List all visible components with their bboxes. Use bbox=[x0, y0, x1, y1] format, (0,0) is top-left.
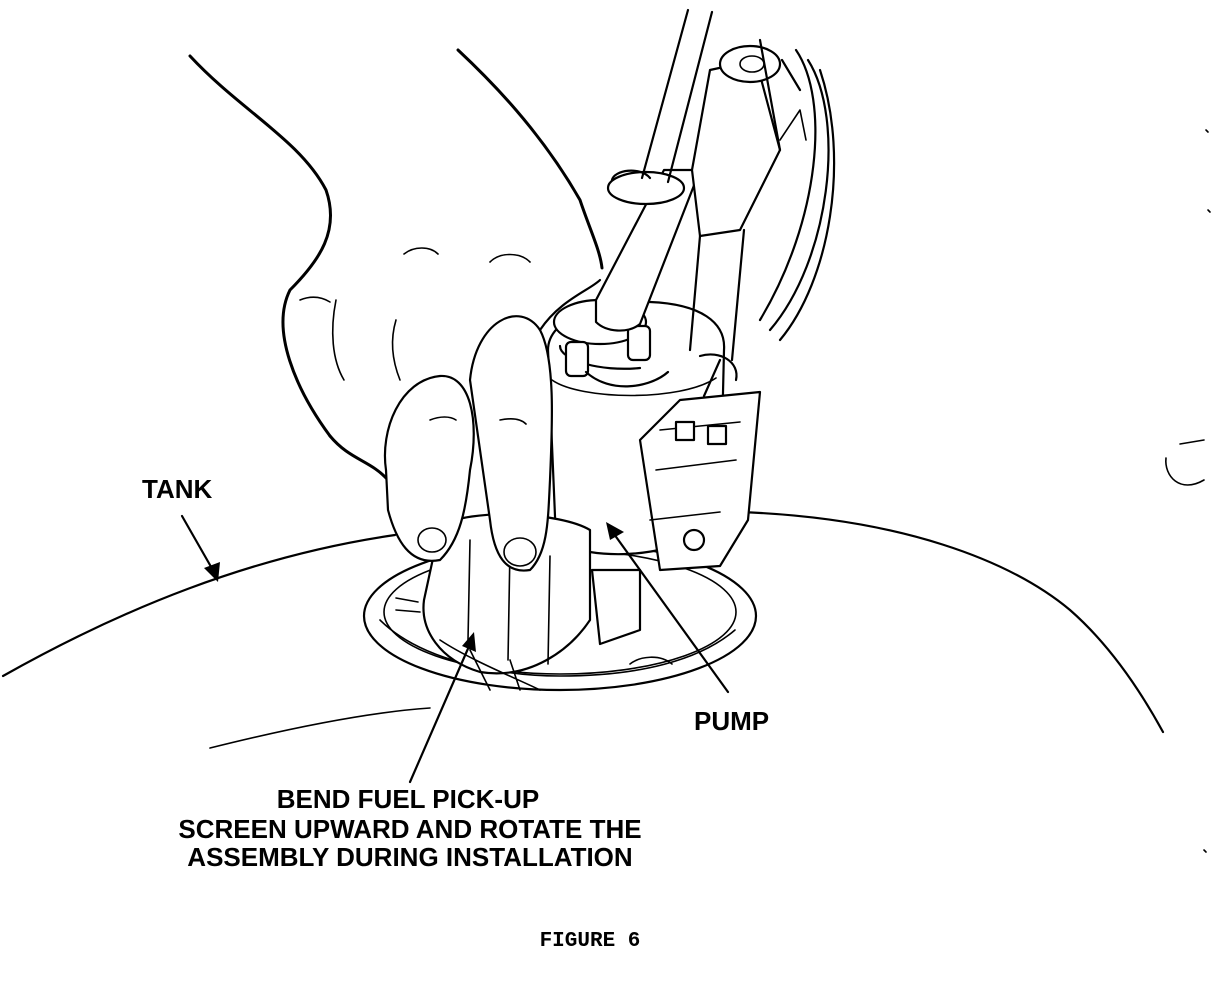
margin-marks bbox=[1165, 129, 1211, 853]
tank-leader-arrow bbox=[180, 514, 220, 582]
sender-bracket bbox=[638, 353, 762, 572]
tank-label: TANK bbox=[142, 474, 213, 504]
pump-leader-arrow bbox=[606, 522, 730, 694]
instruction-line-3: ASSEMBLY DURING INSTALLATION bbox=[187, 842, 632, 872]
figure-caption: FIGURE 6 bbox=[540, 930, 641, 953]
tank-outline bbox=[1, 510, 1165, 749]
instruction-line-1: BEND FUEL PICK-UP bbox=[277, 784, 539, 814]
hand bbox=[188, 48, 604, 572]
instruction-line-2: SCREEN UPWARD AND ROTATE THE bbox=[178, 814, 641, 844]
pump-label: PUMP bbox=[694, 706, 769, 736]
fuel-tubes bbox=[594, 8, 836, 362]
pickup-leader-arrow bbox=[408, 632, 476, 784]
